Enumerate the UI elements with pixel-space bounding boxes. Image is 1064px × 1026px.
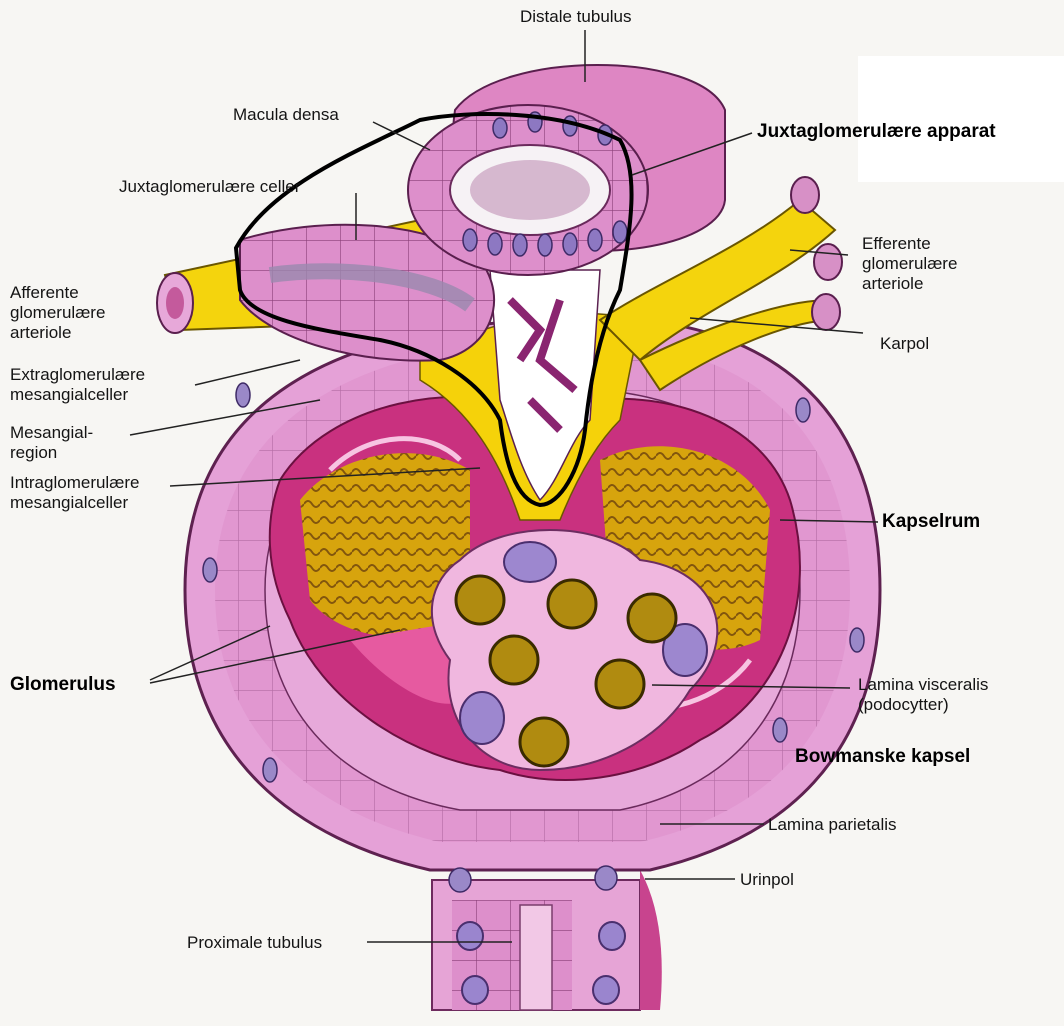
label-intraglomerulaere: Intraglomerulære mesangialceller bbox=[10, 473, 139, 513]
label-proximale-tubulus: Proximale tubulus bbox=[187, 933, 322, 953]
label-karpol: Karpol bbox=[880, 334, 929, 354]
label-mesangialregion: Mesangial- region bbox=[10, 423, 93, 463]
label-efferente-arteriole: Efferente glomerulære arteriole bbox=[862, 234, 957, 294]
label-backdrop bbox=[858, 56, 1064, 182]
label-lamina-visceralis: Lamina visceralis (podocytter) bbox=[858, 675, 988, 715]
label-macula-densa: Macula densa bbox=[233, 105, 339, 125]
label-bowmanske-kapsel: Bowmanske kapsel bbox=[795, 746, 970, 768]
label-extraglomerulaere: Extraglomerulære mesangialceller bbox=[10, 365, 145, 405]
label-kapselrum: Kapselrum bbox=[882, 511, 980, 533]
label-distale-tubulus: Distale tubulus bbox=[520, 7, 632, 27]
label-afferente-arteriole: Afferente glomerulære arteriole bbox=[10, 283, 105, 343]
label-juxtaglomerulaere-celler: Juxtaglomerulære celler bbox=[119, 177, 300, 197]
label-juxtaglomerulaere-apparat: Juxtaglomerulære apparat bbox=[757, 121, 996, 143]
label-urinpol: Urinpol bbox=[740, 870, 794, 890]
proximal-tubule bbox=[432, 870, 662, 1010]
label-lamina-parietalis: Lamina parietalis bbox=[768, 815, 897, 835]
distal-tubule bbox=[408, 65, 725, 275]
label-glomerulus: Glomerulus bbox=[10, 674, 116, 696]
